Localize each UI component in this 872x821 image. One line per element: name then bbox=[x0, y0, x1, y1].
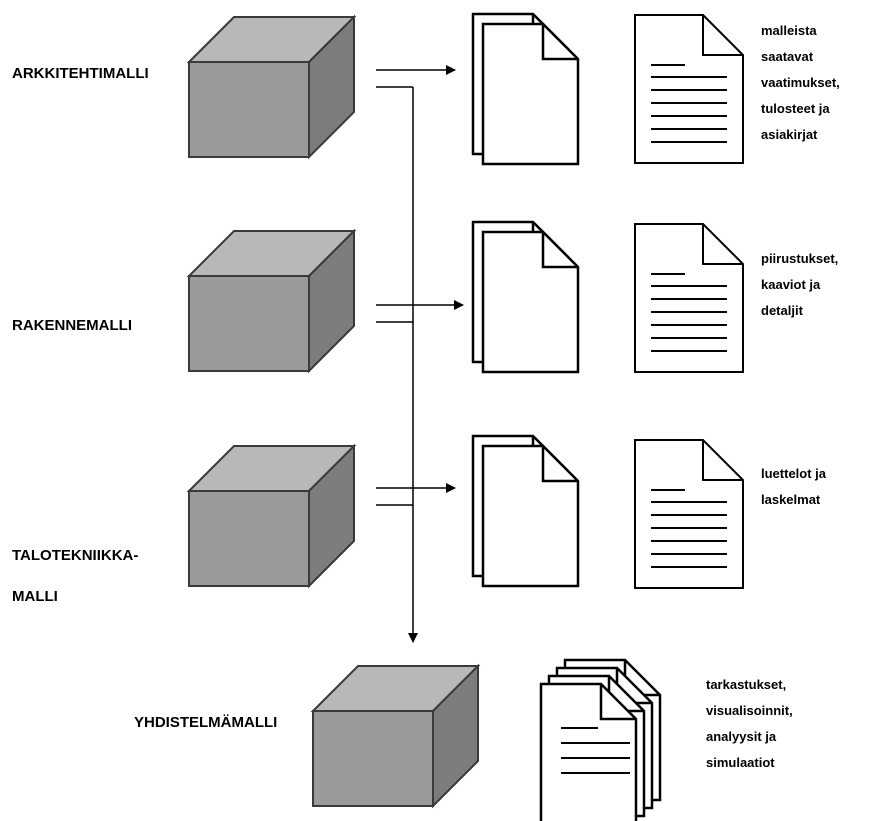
description-line: visualisoinnit, bbox=[706, 703, 793, 718]
cube-icon-yhdistelmamalli bbox=[312, 665, 479, 807]
description-line: analyysit ja bbox=[706, 729, 777, 744]
model-label-yhdistelmamalli: YHDISTELMÄMALLI bbox=[134, 714, 278, 731]
description-line: detaljit bbox=[761, 303, 803, 318]
document-stack-icon-3 bbox=[471, 434, 580, 588]
document-stack-icon-2 bbox=[471, 220, 580, 374]
description-line: laskelmat bbox=[761, 492, 821, 507]
document-icon-1 bbox=[634, 14, 744, 164]
description-line: luettelot ja bbox=[761, 466, 827, 481]
document-icon-3 bbox=[634, 439, 744, 589]
output-description-1: malleista saatavat vaatimukset, tulostee… bbox=[761, 18, 840, 148]
model-label-line: TALOTEKNIIKKA- bbox=[12, 547, 139, 564]
description-line: tulosteet ja bbox=[761, 101, 830, 116]
cube-icon-rakennemalli bbox=[188, 230, 355, 372]
description-line: simulaatiot bbox=[706, 755, 775, 770]
description-line: kaaviot ja bbox=[761, 277, 821, 292]
description-line: vaatimukset, bbox=[761, 75, 840, 90]
description-line: saatavat bbox=[761, 49, 814, 64]
model-label-line: MALLI bbox=[12, 588, 58, 605]
model-label-arkkitehtimalli: ARKKITEHTIMALLI bbox=[12, 65, 149, 82]
description-line: malleista bbox=[761, 23, 817, 38]
cube-icon-arkkitehtimalli bbox=[188, 16, 355, 158]
output-description-2: piirustukset, kaaviot ja detaljit bbox=[761, 246, 838, 324]
output-description-3: luettelot ja laskelmat bbox=[761, 461, 826, 513]
cube-icon-talotekniikkamalli bbox=[188, 445, 355, 587]
model-label-talotekniikkamalli: TALOTEKNIIKKA- MALLI bbox=[12, 535, 138, 617]
description-line: asiakirjat bbox=[761, 127, 818, 142]
output-description-4: tarkastukset, visualisoinnit, analyysit … bbox=[706, 672, 793, 776]
document-stack-icon-1 bbox=[471, 12, 580, 166]
connector-arrows bbox=[376, 65, 464, 643]
model-label-rakennemalli: RAKENNEMALLI bbox=[12, 317, 132, 334]
description-line: piirustukset, bbox=[761, 251, 839, 266]
document-icon-2 bbox=[634, 223, 744, 373]
document-stack-icon-4 bbox=[539, 658, 662, 821]
description-line: tarkastukset, bbox=[706, 677, 787, 692]
